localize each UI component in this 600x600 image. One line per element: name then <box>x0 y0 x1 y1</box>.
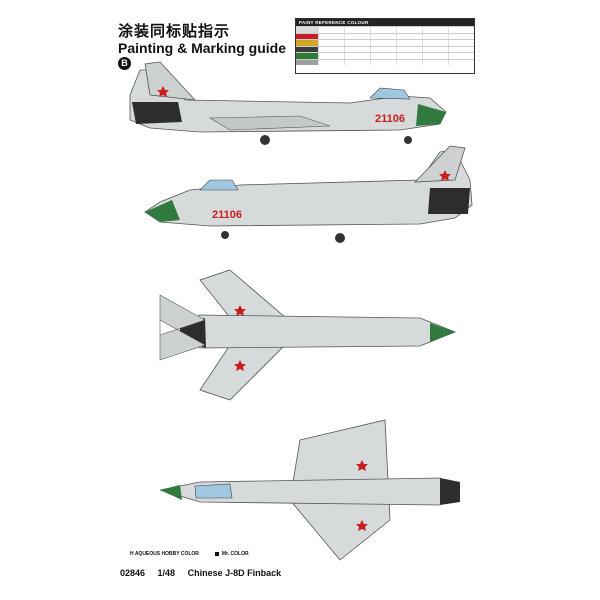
paint-cell <box>448 46 474 52</box>
plan-canopy <box>194 483 233 499</box>
paint-cell <box>370 46 396 52</box>
underside-fuselage <box>179 314 457 349</box>
paint-cell <box>370 59 396 65</box>
scheme-badge: B <box>118 57 131 70</box>
gear-wheel-1a <box>260 135 270 145</box>
paint-cell <box>422 33 448 39</box>
scale: 1/48 <box>157 568 176 578</box>
paint-cell <box>422 46 448 52</box>
nozzle-1 <box>132 102 182 124</box>
paint-swatch <box>296 46 318 52</box>
paint-cell <box>344 59 370 65</box>
paint-cell <box>396 27 422 33</box>
paint-cell <box>344 53 370 59</box>
serial-2: 21106 <box>212 209 242 221</box>
paint-cell <box>396 40 422 46</box>
radome-2 <box>145 200 180 222</box>
legend-mr-color: Mr. COLOR <box>214 551 249 557</box>
wing-1 <box>208 115 331 131</box>
underside-star-b <box>234 360 246 371</box>
paint-cell <box>344 33 370 39</box>
gear-wheel-1b <box>404 136 412 144</box>
fuselage-2 <box>144 149 473 227</box>
paint-cell <box>448 40 474 46</box>
paint-cell <box>318 40 344 46</box>
plan-nozzle <box>440 478 460 505</box>
star-2 <box>439 170 451 181</box>
paint-reference-table: PAINT REFERENCE COLOUR <box>295 18 475 74</box>
paint-cell <box>396 33 422 39</box>
paint-row <box>296 39 474 46</box>
paint-row <box>296 52 474 59</box>
paint-cell <box>396 53 422 59</box>
paint-cell <box>318 46 344 52</box>
paint-cell <box>344 46 370 52</box>
plan-radome <box>160 485 182 500</box>
profile-view-2: 21106 <box>144 145 473 243</box>
paint-cell <box>422 40 448 46</box>
legend-mr-label: Mr. COLOR <box>221 551 249 557</box>
gear-wheel-2a <box>221 231 229 239</box>
paint-cell <box>370 40 396 46</box>
gear-wheel-2b <box>335 233 345 243</box>
profile-view-1: 21106 <box>129 61 447 145</box>
paint-swatch <box>296 59 318 65</box>
paint-cell <box>396 59 422 65</box>
paint-swatch <box>296 33 318 39</box>
canopy-2 <box>199 179 239 191</box>
plan-star-a <box>356 460 368 471</box>
legend-square-icon <box>214 551 219 556</box>
underside-star-a <box>234 305 246 316</box>
footer: 02846 1/48 Chinese J-8D Finback <box>120 568 291 578</box>
paint-cell <box>370 33 396 39</box>
tail-fin-2 <box>414 145 466 183</box>
paint-row <box>296 45 474 52</box>
paint-swatch <box>296 40 318 46</box>
paint-cell <box>318 53 344 59</box>
legend-hobby: H AQUEOUS HOBBY COLOR <box>130 551 199 557</box>
paint-cell <box>448 59 474 65</box>
paint-cell <box>448 27 474 33</box>
star-1 <box>157 86 169 97</box>
paint-cell <box>318 59 344 65</box>
model-name: Chinese J-8D Finback <box>187 568 282 578</box>
paint-legend: H AQUEOUS HOBBY COLOR Mr. COLOR <box>130 551 249 557</box>
radome-1 <box>416 104 446 126</box>
paint-table-rows <box>296 26 474 65</box>
paint-swatch <box>296 53 318 59</box>
paint-cell <box>318 27 344 33</box>
plan-star-b <box>356 520 368 531</box>
paint-cell <box>344 40 370 46</box>
title-english: Painting & Marking guide <box>118 40 287 56</box>
paint-table-heading: PAINT REFERENCE COLOUR <box>296 19 474 26</box>
nozzle-2 <box>428 188 470 214</box>
underside-view <box>159 269 457 401</box>
paint-cell <box>422 59 448 65</box>
canopy-1 <box>369 87 411 100</box>
tail-fin-1 <box>144 61 197 101</box>
paint-cell <box>422 27 448 33</box>
serial-1: 21106 <box>375 113 405 125</box>
underside-tailplane <box>159 294 206 361</box>
paint-row <box>296 58 474 65</box>
paint-row <box>296 32 474 39</box>
paint-cell <box>344 27 370 33</box>
paint-cell <box>396 46 422 52</box>
title-chinese: 涂装同标贴指示 <box>118 22 231 40</box>
paint-cell <box>370 27 396 33</box>
paint-swatch <box>296 27 318 33</box>
plan-view <box>159 419 460 561</box>
paint-row <box>296 26 474 33</box>
paint-cell <box>448 53 474 59</box>
paint-cell <box>448 33 474 39</box>
product-number: 02846 <box>120 568 146 578</box>
underside-radome <box>430 323 455 342</box>
paint-cell <box>318 33 344 39</box>
paint-cell <box>370 53 396 59</box>
paint-cell <box>422 53 448 59</box>
